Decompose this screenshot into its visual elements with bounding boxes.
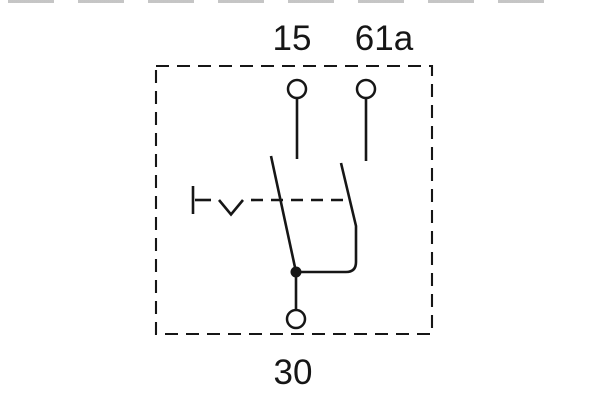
switch-contact-left (269, 155, 298, 273)
terminal-30-label: 30 (274, 353, 313, 392)
switch-contact-right (298, 162, 358, 274)
terminal-30-pin (285, 308, 307, 330)
detent-notch (217, 199, 245, 217)
terminal-61a-pin (355, 78, 377, 100)
component-boundary-box (154, 64, 434, 336)
terminal-15-label: 15 (273, 19, 312, 58)
scan-artifact-line (8, 0, 568, 3)
terminal-61a-label: 61a (355, 19, 414, 58)
junction-dot (290, 266, 302, 278)
terminal-15-pin (286, 78, 308, 100)
